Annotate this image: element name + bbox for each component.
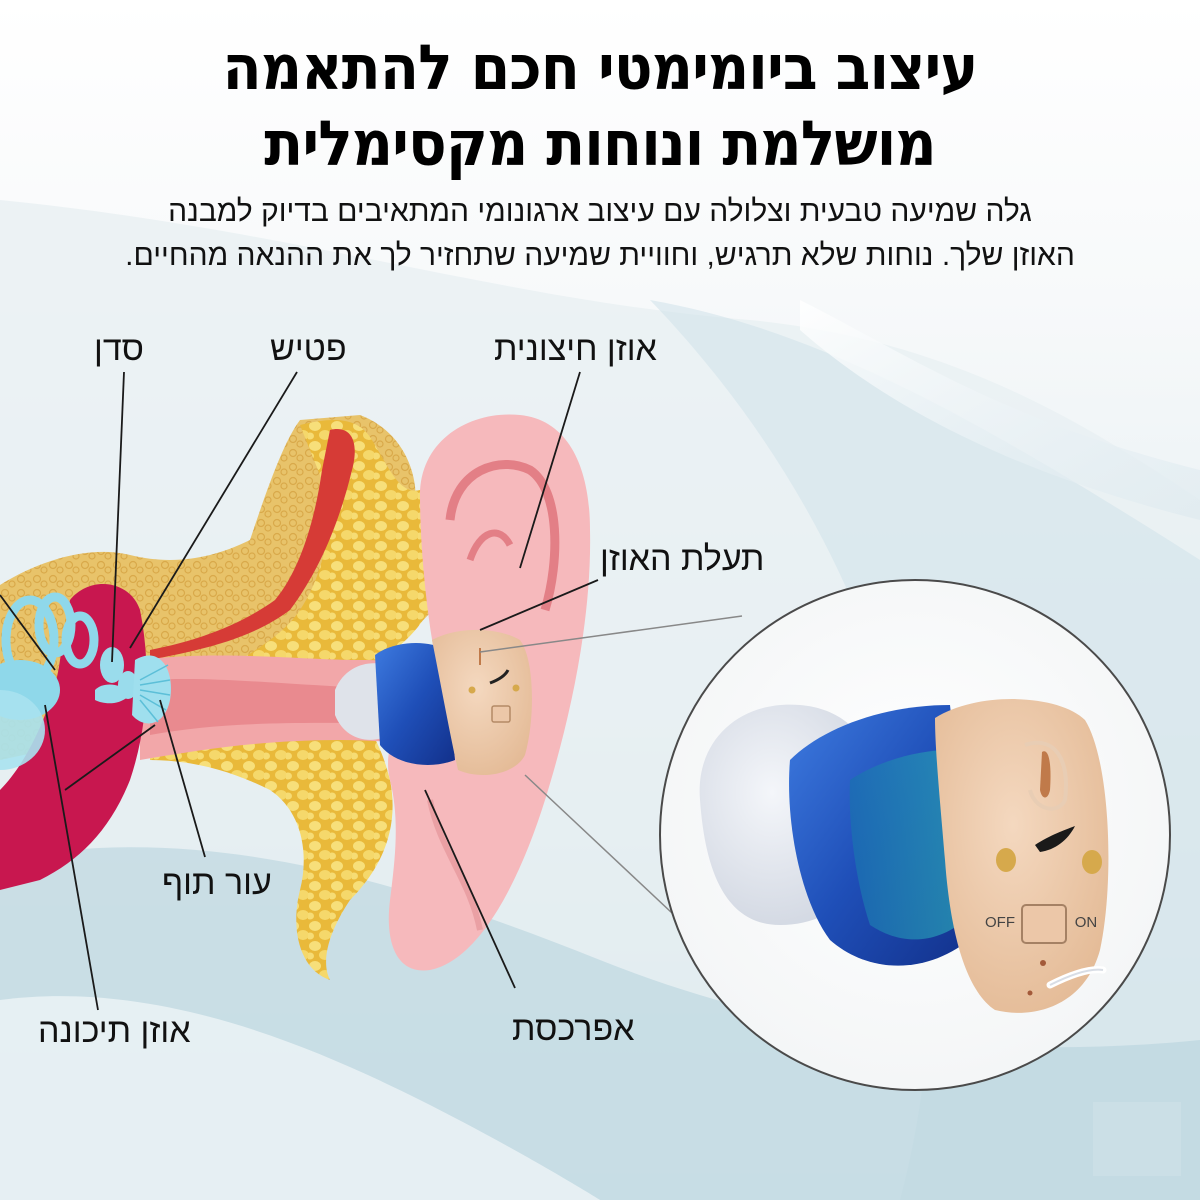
watermark-box [1093, 1102, 1181, 1176]
page-title: עיצוב ביומימטי חכם להתאמה מושלמת ונוחות … [48, 30, 1152, 182]
leader-lines [0, 371, 599, 1011]
helix-fold [445, 459, 560, 612]
label-middle-ear: אוזן תיכונה [38, 1012, 191, 1050]
subtitle-line-2: האוזן שלך. נוחות שלא תרגיש, וחוויית שמיע… [125, 239, 1075, 272]
hearing-aid-closeup: OFF ON [699, 699, 1109, 1013]
label-ear-canal: תעלת האוזן [600, 540, 765, 578]
label-eardrum: עור תוף [162, 864, 272, 902]
label-hammer: פטיש [270, 330, 347, 368]
fat-tissue-upper [170, 420, 488, 700]
ossicles [95, 647, 138, 704]
fat-tissue-lower [150, 690, 393, 980]
label-outer-ear: אוזן חיצונית [494, 330, 657, 368]
title-line-2: מושלמת ונוחות מקסימלית [264, 107, 936, 180]
label-auricle: אפרכסת [512, 1010, 635, 1048]
switch-on-label: ON [1075, 914, 1098, 931]
subtitle-line-1: גלה שמיעה טבעית וצלולה עם עיצוב ארגונומי… [168, 195, 1032, 228]
hearing-aid-in-ear [335, 629, 532, 775]
label-anvil: סדן [94, 330, 144, 368]
switch-off-label: OFF [985, 914, 1015, 931]
muscle-strand [150, 429, 355, 660]
page-subtitle: גלה שמיעה טבעית וצלולה עם עיצוב ארגונומי… [30, 190, 1170, 278]
title-line-1: עיצוב ביומימטי חכם להתאמה [222, 31, 979, 104]
